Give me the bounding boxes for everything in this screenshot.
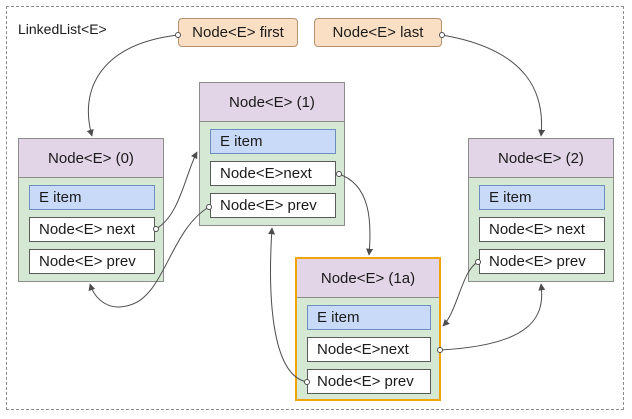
first-pointer: Node<E> first [178, 18, 298, 47]
node-1a-next-origin [437, 347, 443, 353]
node-0-title: Node<E> (0) [19, 139, 163, 178]
node-1a: Node<E> (1a) E item Node<E>next Node<E> … [295, 257, 441, 401]
node-1-prev-field: Node<E> prev [210, 193, 336, 218]
node-0-item-field: E item [29, 185, 155, 210]
node-2-prev-field: Node<E> prev [479, 249, 605, 274]
node-2-item-field: E item [479, 185, 605, 210]
node-1-prev-origin [206, 204, 212, 210]
node-2: Node<E> (2) E item Node<E> next Node<E> … [468, 138, 614, 282]
node-0-prev-field: Node<E> prev [29, 249, 155, 274]
node-2-title: Node<E> (2) [469, 139, 613, 178]
first-pointer-origin [175, 32, 181, 38]
linkedlist-container [6, 6, 624, 410]
last-to-node-2-arrow [441, 34, 546, 137]
node-1-prev-arrow [88, 206, 210, 308]
node-2-prev-arrow [442, 261, 479, 327]
node-1a-next-arrow [439, 283, 546, 351]
node-1a-prev-origin [304, 379, 310, 385]
node-0: Node<E> (0) E item Node<E> next Node<E> … [18, 138, 164, 282]
first-to-node-0-arrow [86, 34, 179, 137]
node-0-next-origin [153, 226, 159, 232]
node-1a-item-field: E item [307, 305, 431, 330]
node-1: Node<E> (1) E item Node<E>next Node<E> p… [199, 82, 345, 226]
node-1-item-field: E item [210, 129, 336, 154]
node-1a-prev-arrow [268, 227, 308, 383]
node-2-prev-origin [475, 259, 481, 265]
last-pointer-origin [439, 32, 445, 38]
node-1a-prev-field: Node<E> prev [307, 369, 431, 394]
node-1a-next-field: Node<E>next [307, 337, 431, 362]
node-2-next-field: Node<E> next [479, 217, 605, 242]
node-1-next-origin [336, 171, 342, 177]
node-1-next-field: Node<E>next [210, 161, 336, 186]
node-0-next-field: Node<E> next [29, 217, 155, 242]
node-0-next-arrow [155, 151, 198, 230]
node-1a-title: Node<E> (1a) [297, 259, 439, 298]
node-1-next-arrow [338, 173, 374, 256]
container-label: LinkedList<E> [18, 21, 107, 37]
node-1-title: Node<E> (1) [200, 83, 344, 122]
